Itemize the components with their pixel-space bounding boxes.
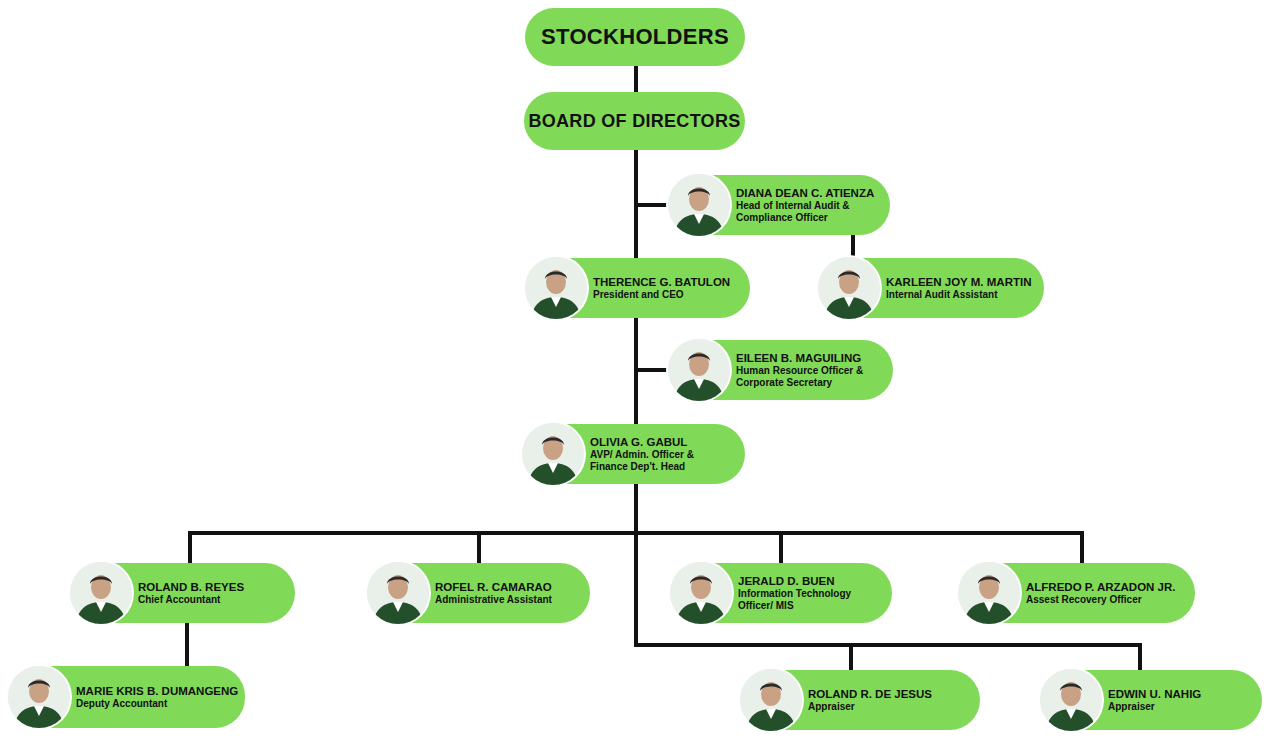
reporting-line [636, 484, 781, 563]
portrait-photo [1040, 669, 1102, 731]
reporting-line [636, 150, 668, 205]
person-name: THERENCE G. BATULON [593, 275, 746, 289]
job-title: Appraiser [1108, 701, 1258, 713]
portrait-photo [522, 423, 584, 485]
job-title: Head of Internal Audit & Compliance Offi… [736, 200, 881, 224]
reporting-line [634, 318, 638, 424]
portrait-photo [525, 257, 587, 319]
job-title: AVP/ Admin. Officer & Finance Dep't. Hea… [590, 449, 720, 473]
job-title: Human Resource Officer & Corporate Secre… [736, 365, 886, 389]
box-heading: STOCKHOLDERS [541, 24, 729, 50]
portrait-photo [818, 257, 880, 319]
reporting-line [851, 235, 855, 258]
person-name: KARLEEN JOY M. MARTIN [886, 275, 1040, 289]
box-heading: BOARD OF DIRECTORS [528, 111, 740, 132]
reporting-line [636, 484, 1082, 563]
job-title: Administrative Assistant [435, 594, 585, 606]
person-box: ROLAND R. DE JESUSAppraiser [740, 670, 980, 730]
job-title: Deputy Accountant [76, 698, 236, 710]
person-box: JERALD D. BUENInformation Technology Off… [670, 563, 892, 623]
portrait-photo [670, 562, 732, 624]
job-title: President and CEO [593, 289, 743, 301]
person-box: ROFEL R. CAMARAOAdministrative Assistant [367, 563, 590, 623]
person-box: ALFREDO P. ARZADON JR.Assest Recovery Of… [958, 563, 1195, 623]
person-name: DIANA DEAN C. ATIENZA [736, 186, 886, 200]
person-box: OLIVIA G. GABULAVP/ Admin. Officer & Fin… [522, 424, 745, 484]
reporting-line [634, 66, 638, 92]
person-box: MARIE KRIS B. DUMANGENGDeputy Accountant [8, 666, 245, 728]
person-name: ROFEL R. CAMARAO [435, 580, 586, 594]
person-name: JERALD D. BUEN [738, 574, 888, 588]
portrait-photo [668, 339, 730, 401]
governance-box: BOARD OF DIRECTORS [524, 92, 745, 150]
job-title: Appraiser [808, 701, 968, 713]
reporting-line [479, 484, 636, 563]
person-name: EDWIN U. NAHIG [1108, 687, 1258, 701]
portrait-photo [70, 562, 132, 624]
job-title: Information Technology Officer/ MIS [738, 588, 878, 612]
job-title: Assest Recovery Officer [1026, 594, 1186, 606]
reporting-line [636, 318, 668, 370]
person-name: OLIVIA G. GABUL [590, 435, 741, 449]
job-title: Chief Accountant [138, 594, 288, 606]
governance-box: STOCKHOLDERS [525, 8, 745, 66]
person-box: EILEEN B. MAGUILINGHuman Resource Office… [668, 340, 893, 400]
person-box: EDWIN U. NAHIGAppraiser [1040, 670, 1262, 730]
reporting-line [634, 150, 638, 258]
person-name: MARIE KRIS B. DUMANGENG [76, 684, 241, 698]
portrait-photo [8, 666, 70, 728]
person-box: THERENCE G. BATULONPresident and CEO [525, 258, 750, 318]
portrait-photo [958, 562, 1020, 624]
person-box: ROLAND B. REYESChief Accountant [70, 563, 295, 623]
person-name: ROLAND B. REYES [138, 580, 291, 594]
reporting-line [185, 623, 189, 666]
reporting-line [190, 484, 636, 563]
portrait-photo [740, 669, 802, 731]
person-box: KARLEEN JOY M. MARTINInternal Audit Assi… [818, 258, 1044, 318]
portrait-photo [367, 562, 429, 624]
person-box: DIANA DEAN C. ATIENZAHead of Internal Au… [668, 175, 890, 235]
job-title: Internal Audit Assistant [886, 289, 1036, 301]
person-name: EILEEN B. MAGUILING [736, 351, 889, 365]
portrait-photo [668, 174, 730, 236]
person-name: ALFREDO P. ARZADON JR. [1026, 580, 1191, 594]
person-name: ROLAND R. DE JESUS [808, 687, 976, 701]
